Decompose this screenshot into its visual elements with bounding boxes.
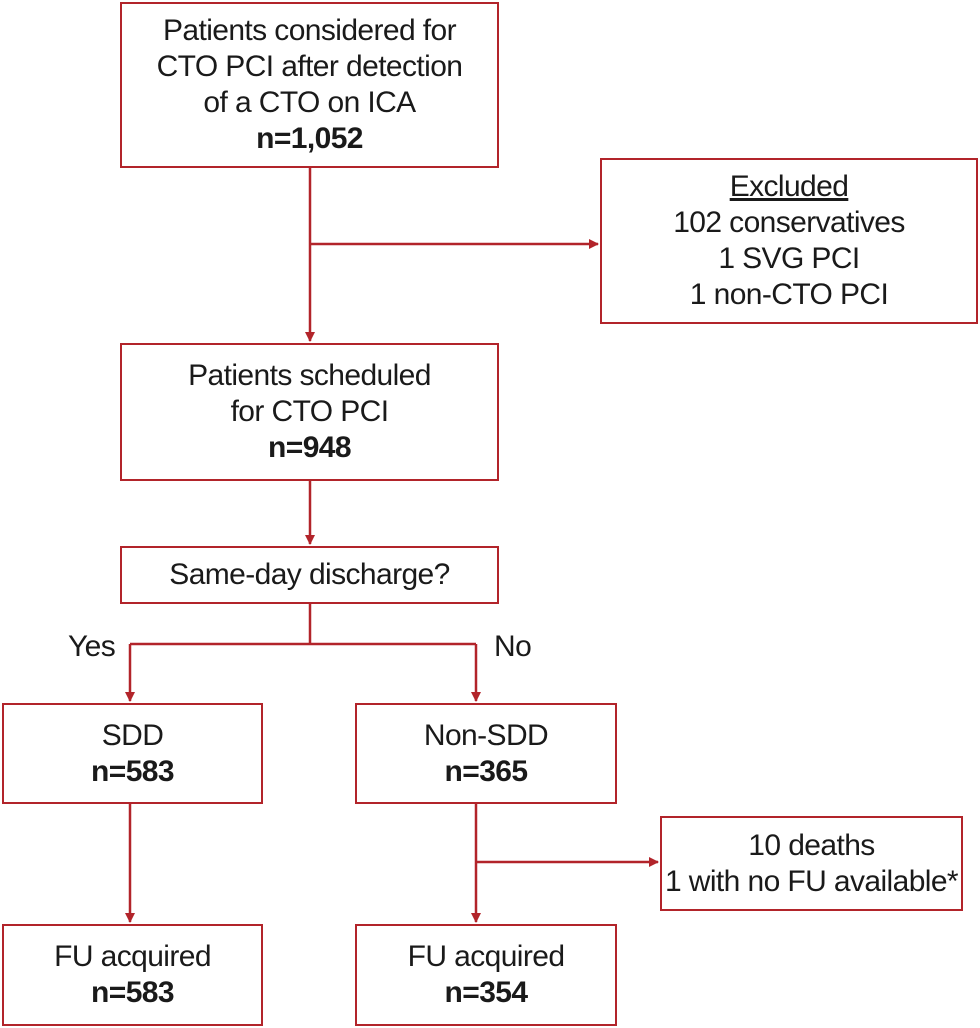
sdd-label: SDD bbox=[101, 718, 164, 752]
box-sdd: SDD n=583 bbox=[2, 703, 263, 804]
fu-sdd-label: FU acquired bbox=[54, 940, 211, 973]
scheduled-line-1: Patients scheduled bbox=[188, 359, 431, 392]
branch-label-no: No bbox=[494, 630, 532, 663]
scheduled-count: n=948 bbox=[268, 431, 352, 464]
scheduled-line-2: for CTO PCI bbox=[230, 395, 389, 428]
considered-line-1: Patients considered for bbox=[162, 14, 457, 47]
nonsdd-label: Non-SDD bbox=[423, 718, 549, 752]
considered-line-3: of a CTO on ICA bbox=[203, 86, 416, 119]
box-patients-scheduled: Patients scheduled for CTO PCI n=948 bbox=[120, 343, 499, 481]
excluded-title: Excluded bbox=[729, 170, 849, 203]
decision-text: Same-day discharge? bbox=[169, 558, 450, 591]
fu-nonsdd-count: n=354 bbox=[444, 976, 529, 1009]
fu-sdd-count: n=583 bbox=[91, 976, 175, 1009]
deaths-line-1: 10 deaths bbox=[748, 828, 875, 862]
excluded-line-1: 102 conservatives bbox=[673, 206, 905, 239]
considered-count: n=1,052 bbox=[256, 122, 363, 155]
nonsdd-count: n=365 bbox=[444, 754, 529, 788]
box-fu-acquired-non-sdd: FU acquired n=354 bbox=[355, 924, 617, 1026]
sdd-count: n=583 bbox=[91, 754, 175, 788]
fu-nonsdd-label: FU acquired bbox=[407, 940, 565, 973]
branch-label-yes: Yes bbox=[68, 630, 116, 663]
box-non-sdd: Non-SDD n=365 bbox=[355, 703, 617, 804]
excluded-line-2: 1 SVG PCI bbox=[718, 242, 860, 275]
excluded-line-3: 1 non-CTO PCI bbox=[689, 278, 889, 311]
deaths-line-2: 1 with no FU available* bbox=[664, 864, 959, 898]
box-fu-acquired-sdd: FU acquired n=583 bbox=[2, 924, 263, 1026]
box-same-day-discharge-question: Same-day discharge? bbox=[120, 546, 499, 604]
box-deaths: 10 deaths 1 with no FU available* bbox=[660, 816, 963, 911]
box-patients-considered: Patients considered for CTO PCI after de… bbox=[120, 2, 499, 168]
box-excluded: Excluded 102 conservatives 1 SVG PCI 1 n… bbox=[600, 158, 978, 324]
considered-line-2: CTO PCI after detection bbox=[156, 50, 463, 83]
